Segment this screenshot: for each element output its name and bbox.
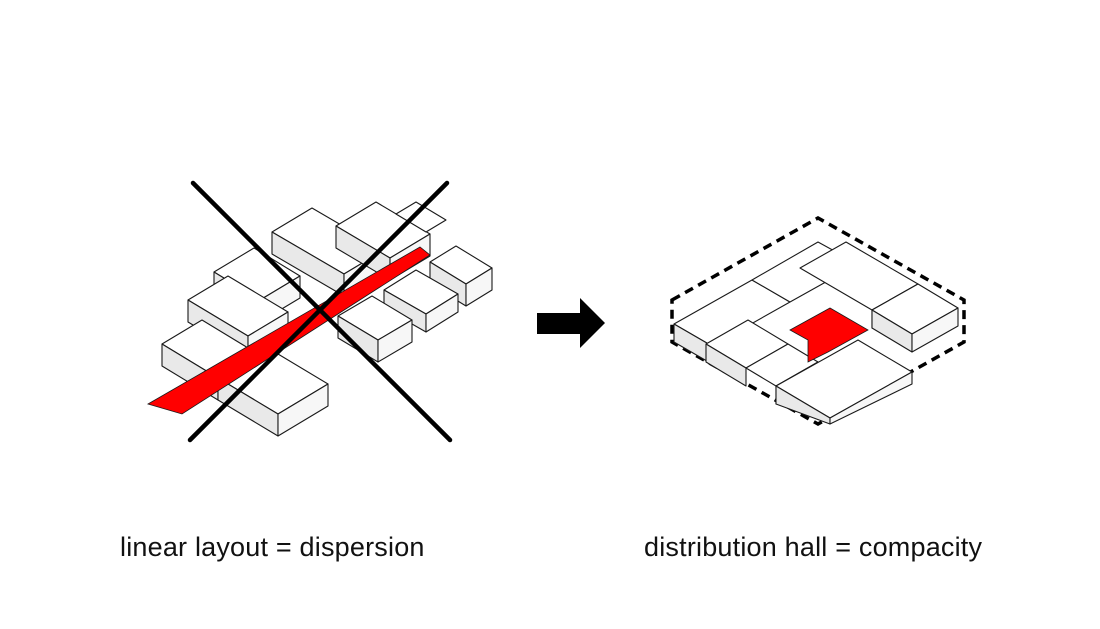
- block: [395, 201, 447, 233]
- distribution-hall-diagram: [670, 215, 966, 427]
- distribution-hall: [789, 307, 869, 363]
- linear-layout-diagram: [146, 180, 493, 443]
- block: [705, 319, 789, 387]
- caption-distribution-hall: distribution hall = compacity: [644, 532, 983, 562]
- block: [871, 283, 959, 353]
- compact-boundary: [670, 215, 966, 427]
- block: [775, 339, 913, 425]
- block: [337, 295, 413, 363]
- x-cross-icon: [187, 180, 453, 443]
- block: [383, 269, 459, 333]
- caption-linear-layout: linear layout = dispersion: [120, 532, 425, 562]
- right-arrow-icon: [537, 298, 605, 348]
